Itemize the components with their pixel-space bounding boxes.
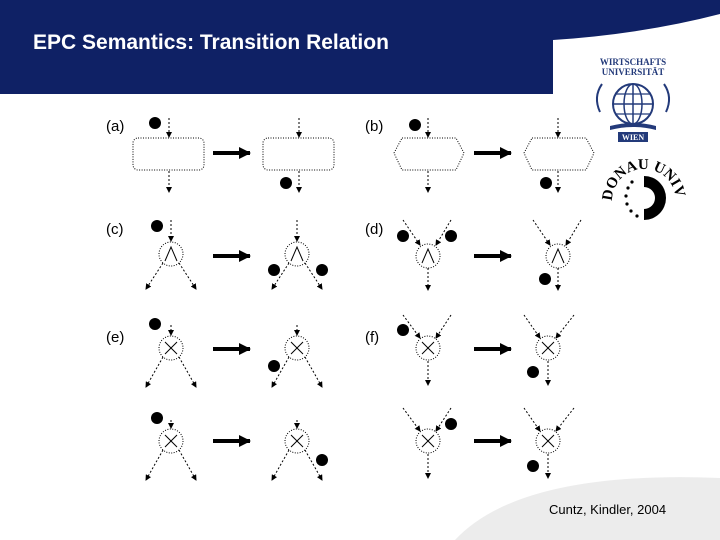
panel-label-e: (e) bbox=[106, 329, 124, 346]
rule-e-after bbox=[271, 325, 323, 388]
rule-f-after bbox=[523, 314, 575, 386]
token bbox=[149, 117, 161, 129]
wu-logo-line1: WIRTSCHAFTS bbox=[600, 57, 666, 67]
token bbox=[149, 318, 161, 330]
token bbox=[316, 454, 328, 466]
token bbox=[540, 177, 552, 189]
wu-logo-line2: UNIVERSITÄT bbox=[602, 67, 665, 77]
token bbox=[409, 119, 421, 131]
citation: Cuntz, Kindler, 2004 bbox=[549, 502, 667, 517]
rule-a-before bbox=[132, 118, 205, 193]
tokens bbox=[149, 117, 552, 472]
token bbox=[151, 412, 163, 424]
rule-b-before bbox=[393, 118, 465, 193]
token bbox=[445, 230, 457, 242]
token bbox=[539, 273, 551, 285]
header-bar bbox=[0, 0, 553, 94]
token bbox=[151, 220, 163, 232]
rule-c-after bbox=[271, 220, 323, 290]
rule-c-before bbox=[145, 220, 197, 290]
panel-label-a: (a) bbox=[106, 118, 124, 135]
panel-label-d: (d) bbox=[365, 221, 383, 238]
token bbox=[397, 324, 409, 336]
token bbox=[445, 418, 457, 430]
rule-a-after bbox=[262, 118, 335, 193]
rule-d-before bbox=[402, 219, 452, 291]
rule-f-before bbox=[402, 314, 452, 386]
rule-f2-after bbox=[523, 407, 575, 479]
token bbox=[397, 230, 409, 242]
panel-label-b: (b) bbox=[365, 118, 383, 135]
token bbox=[268, 264, 280, 276]
token bbox=[316, 264, 328, 276]
rule-e2-before bbox=[145, 420, 197, 481]
rule-d-after bbox=[532, 219, 582, 291]
rule-e2-after bbox=[271, 420, 323, 481]
rule-f2-before bbox=[402, 407, 452, 479]
donau-logo: DONAU UNIVERSITÄT KREMS bbox=[594, 146, 688, 220]
wu-logo-line3: WIEN bbox=[622, 133, 644, 142]
panel-label-f: (f) bbox=[365, 329, 379, 346]
wu-logo: WIRTSCHAFTS UNIVERSITÄT WIEN bbox=[596, 57, 670, 142]
panel-label-c: (c) bbox=[106, 221, 124, 238]
header-stripe bbox=[553, 0, 720, 40]
token bbox=[268, 360, 280, 372]
rule-e-before bbox=[145, 325, 197, 388]
token bbox=[527, 460, 539, 472]
rule-b-after bbox=[523, 118, 595, 193]
token bbox=[280, 177, 292, 189]
slide-title: EPC Semantics: Transition Relation bbox=[33, 31, 389, 54]
globe-icon bbox=[596, 83, 670, 130]
star-icon bbox=[624, 180, 639, 218]
token bbox=[527, 366, 539, 378]
